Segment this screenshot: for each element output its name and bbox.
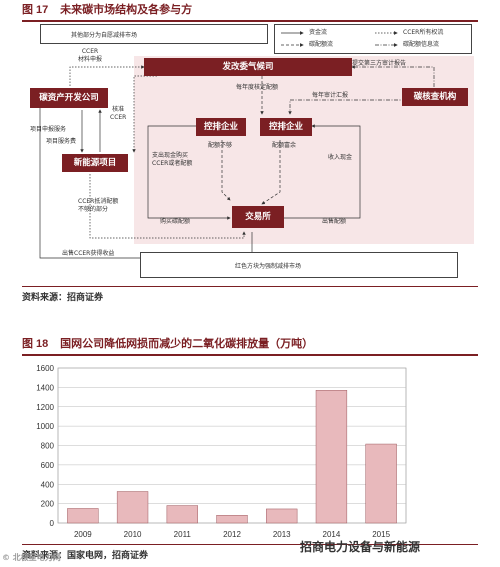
legend-svg xyxy=(281,31,398,47)
x-tick-label: 2014 xyxy=(323,530,341,539)
y-tick-label: 1600 xyxy=(36,364,54,373)
x-tick-label: 2015 xyxy=(372,530,390,539)
watermark-left: © 北极星电力网 xyxy=(2,553,61,562)
fig18-title: 国网公司降低网损而减少的二氧化碳排放量（万吨） xyxy=(60,337,314,350)
label-sell-ccer-income: 出售CCER获得收益 xyxy=(62,250,115,257)
owner-node: 碳资产开发公司 xyxy=(30,88,108,108)
legend-info-label: 碳配额信息流 xyxy=(403,41,440,48)
label-buy-quota: 购买碳配额 xyxy=(160,218,191,225)
bar-2014 xyxy=(315,390,348,524)
voluntary-market-box: 其他部分为自愿减排市场 xyxy=(40,24,268,44)
x-tick-label: 2009 xyxy=(74,530,92,539)
legend-box: 资金流 碳配额流 CCER所有权流 碳配额信息流 xyxy=(274,24,472,54)
legend-fund-label: 资金流 xyxy=(309,29,328,36)
label-project-benefit: 项目服务费 xyxy=(46,138,77,145)
compulsory-market-area xyxy=(134,56,474,244)
ctrl2-node: 控排企业 xyxy=(260,118,312,136)
bar-2009 xyxy=(67,508,99,524)
fig17-source: 资料来源：招商证券 xyxy=(22,286,478,303)
label-cash-income: 收入现金 xyxy=(328,154,353,161)
label-quota-short: 配额不够 xyxy=(208,142,233,149)
label-third-party: 提交第三方审计报告 xyxy=(352,60,407,67)
y-tick-label: 1200 xyxy=(36,403,54,412)
fig18-source: 资料来源：国家电网，招商证券 xyxy=(22,544,478,561)
label-ccer-apply: CCER 材料申报 xyxy=(78,48,103,63)
label-annual-audit: 每年审计汇报 xyxy=(312,92,349,99)
fig18-bar-chart: 0 200 400 600 800 1000 1200 1400 1600 2009 2010 201… xyxy=(36,364,407,539)
fig18-title-bar: 图 18 国网公司降低网损而减少的二氧化碳排放量（万吨） xyxy=(22,336,478,356)
fig18-number: 图 18 xyxy=(22,338,49,350)
label-annual-approve: 每年度核定配额 xyxy=(236,84,279,91)
bar-2015 xyxy=(365,443,397,524)
label-sell-quota: 出售配额 xyxy=(322,218,347,225)
x-tick-label: 2012 xyxy=(223,530,241,539)
ctrl1-node: 控排企业 xyxy=(196,118,246,136)
legend-quota-label: 碳配额流 xyxy=(309,41,334,48)
compulsory-market-box: 红色方块为强制减排市场 xyxy=(140,252,458,278)
bar-2012 xyxy=(216,515,248,524)
x-tick-label: 2013 xyxy=(273,530,291,539)
bar-2010 xyxy=(116,491,149,524)
legend-ccer-label: CCER所有权流 xyxy=(403,29,444,36)
label-pay-buy: 支出现金购买 CCER或者配额 xyxy=(152,152,193,167)
y-tick-label: 1400 xyxy=(36,383,54,392)
y-tick-label: 1000 xyxy=(36,422,54,431)
newproject-node: 新能源项目 xyxy=(62,154,128,172)
compulsory-market-label: 红色方块为强制减排市场 xyxy=(235,263,302,270)
label-quota-surplus: 配额富余 xyxy=(272,142,297,149)
exchange-node: 交易所 xyxy=(232,206,284,228)
label-issue-ccer: 核准 CCER xyxy=(110,106,127,121)
fig17-title: 未来碳市场结构及各参与方 xyxy=(60,3,193,16)
verifier-node: 碳核查机构 xyxy=(402,88,468,106)
y-tick-label: 400 xyxy=(41,480,55,489)
voluntary-market-label: 其他部分为自愿减排市场 xyxy=(71,32,138,39)
watermark-right: 招商电力设备与新能源 xyxy=(300,540,421,554)
y-tick-label: 0 xyxy=(50,519,55,528)
label-project-service: 项目申报服务 xyxy=(30,126,67,133)
bar-2013 xyxy=(266,508,298,524)
fig17-diagram: 其他部分为自愿减排市场 资金流 碳配额流 CCER所有权流 碳配额信息流 xyxy=(22,22,478,284)
x-tick-label: 2010 xyxy=(124,530,142,539)
x-tick-label: 2011 xyxy=(174,530,192,539)
y-tick-label: 800 xyxy=(41,442,55,451)
fig17-number: 图 17 xyxy=(22,4,49,16)
y-tick-label: 200 xyxy=(41,500,55,509)
ndrc-node: 发改委气候司 xyxy=(144,58,352,76)
bar-2011 xyxy=(166,505,198,524)
fig17-title-bar: 图 17 未来碳市场结构及各参与方 xyxy=(22,2,478,22)
y-tick-label: 600 xyxy=(41,461,55,470)
label-ccer-offset: CCER抵消配额 不够的部分 xyxy=(78,198,119,213)
